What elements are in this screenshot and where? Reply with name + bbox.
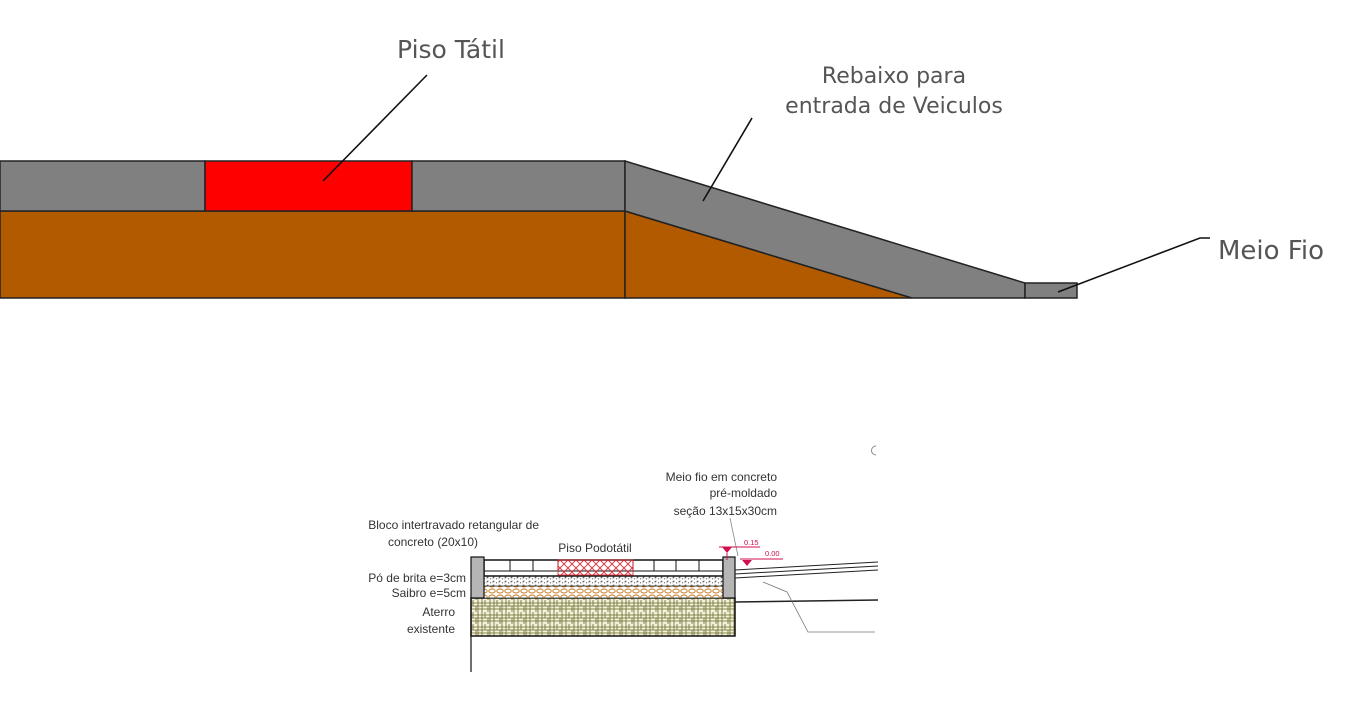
leader-meio-fio-detail (729, 517, 739, 557)
aterro-layer (470, 597, 736, 637)
label-bloco-line2: concreto (20x10) (388, 535, 478, 549)
po-brita-layer (483, 575, 724, 587)
label-aterro-line2: existente (407, 622, 455, 636)
label-meio-fio-line3: seção 13x15x30cm (674, 504, 777, 518)
curb-right (722, 556, 736, 599)
label-po-brita: Pó de brita e=3cm (368, 571, 466, 585)
curb-left (470, 556, 485, 599)
label-bloco-line1: Bloco intertravado retangular de (368, 518, 539, 532)
curb-block (1024, 282, 1078, 299)
level-marker-000 (740, 558, 783, 566)
sidewalk-slab-right (411, 160, 626, 212)
label-rebaixo-line2: entrada de Veiculos (785, 94, 1003, 119)
tactile-floor-block (204, 160, 413, 212)
level-label-015: 0.15 (744, 538, 759, 547)
label-meio-fio: Meio Fio (1218, 236, 1324, 266)
label-piso-podotatil: Piso Podotátil (558, 541, 631, 555)
label-meio-fio-line1: Meio fio em concreto (666, 470, 778, 484)
vehicle-ramp (624, 159, 1026, 299)
label-piso-tatil: Piso Tátil (397, 35, 505, 64)
top-section-diagram: Piso Tátil Rebaixo para entrada de Veicu… (0, 35, 1324, 299)
street-pavement (734, 561, 879, 603)
detail-section-diagram: 0.15 0.00 Meio fio em concreto pré-molda… (368, 445, 879, 672)
ground-line (762, 581, 875, 633)
level-marker-015 (719, 546, 760, 560)
piso-podotatil-block (557, 559, 634, 576)
soil-layer (0, 210, 626, 299)
level-label-000: 0.00 (765, 549, 780, 558)
label-meio-fio-line2: pré-moldado (710, 486, 778, 500)
cropped-symbol (871, 445, 877, 456)
leader-rebaixo (702, 117, 753, 202)
leader-meio-fio (1057, 237, 1210, 293)
sidewalk-slab-left (0, 160, 206, 212)
label-aterro-line1: Aterro (422, 605, 455, 619)
label-saibro: Saibro e=5cm (392, 586, 466, 600)
leader-piso-tatil (322, 74, 428, 182)
label-rebaixo-line1: Rebaixo para (822, 64, 966, 89)
saibro-layer (483, 585, 724, 599)
